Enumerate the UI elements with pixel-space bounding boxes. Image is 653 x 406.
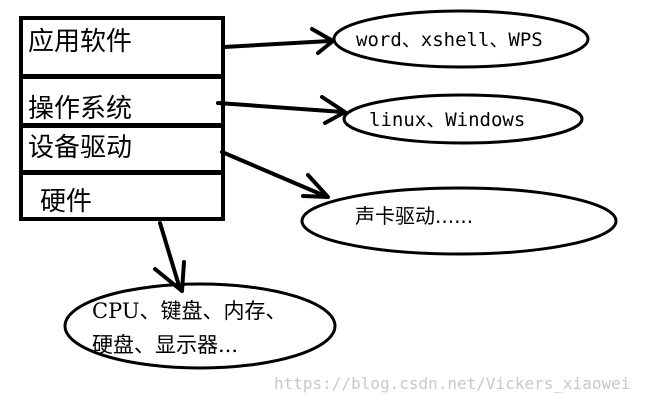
layer-label-os: 操作系统	[28, 94, 132, 124]
ellipse-text-hardware-line1: CPU、键盘、内存、	[92, 299, 287, 323]
layer-label-driver: 设备驱动	[28, 133, 132, 163]
layer-label-app: 应用软件	[28, 27, 132, 57]
layer-box-hardware	[19, 171, 225, 221]
ellipse-hardware-examples	[63, 282, 337, 370]
layer-stack	[19, 16, 225, 221]
arrow-os-to-examples	[216, 95, 347, 125]
arrow-hardware-to-examples	[153, 221, 186, 293]
ellipse-driver-examples	[300, 186, 618, 256]
arrow-app-to-examples	[222, 27, 335, 55]
arrow-driver-to-examples	[220, 150, 330, 199]
ellipse-text-driver-examples: 声卡驱动......	[355, 204, 473, 228]
watermark: https://blog.csdn.net/Vickers_xiaowei	[274, 374, 630, 393]
ellipse-app-examples	[332, 9, 590, 69]
layer-label-hardware: 硬件	[40, 187, 92, 217]
ellipse-text-app-examples: word、xshell、WPS	[356, 29, 543, 51]
ellipse-os-examples	[342, 93, 584, 145]
ellipse-text-os-examples: linux、Windows	[369, 109, 525, 131]
ellipse-text-hardware-line2: 硬盘、显示器...	[92, 333, 238, 357]
